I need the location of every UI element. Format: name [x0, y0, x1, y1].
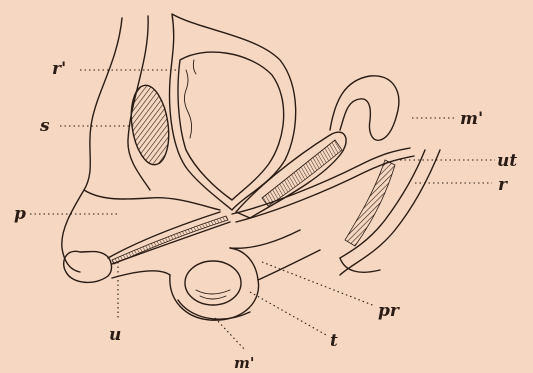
label-p: p [14, 204, 26, 224]
penis-upper-contour [84, 190, 220, 210]
bladder-inner [178, 52, 284, 200]
scrotum-skin [178, 300, 250, 319]
pubic-bone [127, 83, 174, 167]
label-r: r [498, 175, 508, 195]
leader-m-bottom [215, 318, 245, 350]
vesicle-shading [262, 140, 342, 206]
label-pr: pr [378, 301, 400, 321]
body-contour [62, 18, 122, 272]
leader-t [250, 292, 328, 336]
label-ut: ut [497, 151, 517, 171]
leader-pr [262, 262, 375, 306]
scrotum-outline [170, 248, 259, 320]
testis-texture [196, 290, 230, 299]
bladder-texture [184, 60, 196, 138]
penis-lower-contour [112, 271, 170, 278]
label-r-top: r' [52, 59, 66, 79]
label-m-bottom: m' [234, 354, 254, 372]
testis [185, 261, 241, 305]
label-m-right: m' [460, 109, 483, 129]
label-t: t [330, 331, 338, 351]
rectum-shading [345, 160, 395, 246]
vas-deferens-loop [330, 76, 399, 140]
label-s: s [39, 116, 50, 136]
label-u: u [109, 325, 121, 345]
perineum [230, 230, 320, 280]
corpus-spongiosum [112, 216, 228, 264]
